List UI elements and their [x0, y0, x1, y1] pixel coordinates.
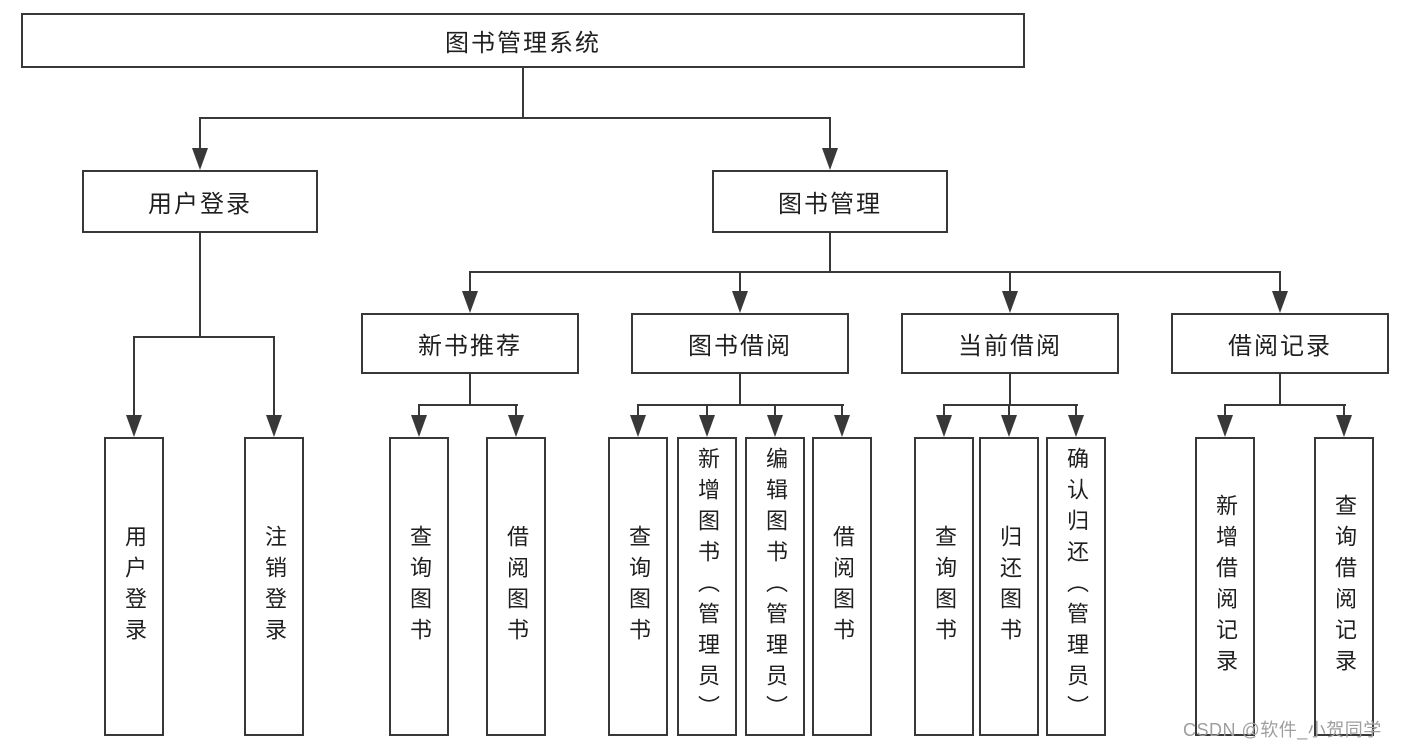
connector-vline — [774, 404, 776, 416]
node-book-borrowing-label: 图书借阅 — [688, 333, 792, 360]
arrow-down-icon — [1217, 415, 1233, 437]
connector-vline — [841, 404, 843, 416]
connector-vline — [943, 404, 945, 416]
arrow-down-icon — [266, 415, 282, 437]
connector-vline — [829, 117, 831, 149]
leaf-logout: 注销登录 — [244, 437, 304, 736]
connector-vline — [199, 233, 201, 338]
node-user-login: 用户登录 — [82, 170, 318, 233]
leaf-br-add-borrow-record: 新增借阅记录 — [1195, 437, 1255, 736]
connector-vline — [1008, 404, 1010, 416]
leaf-bb-query-books-label: 查询图书 — [626, 524, 651, 649]
arrow-down-icon — [1272, 291, 1288, 313]
leaf-nbr-borrow-books: 借阅图书 — [486, 437, 546, 736]
connector-vline — [637, 404, 639, 416]
connector-vline — [1279, 271, 1281, 292]
arrow-down-icon — [411, 415, 427, 437]
node-user-login-label: 用户登录 — [148, 191, 252, 218]
leaf-bb-edit-books-admin: 编辑图书（管理员） — [745, 437, 805, 736]
connector-vline — [515, 404, 517, 416]
leaf-nbr-query-books-label: 查询图书 — [407, 524, 432, 649]
connector-vline — [829, 233, 831, 273]
arrow-down-icon — [1002, 291, 1018, 313]
leaf-bb-add-books-admin: 新增图书（管理员） — [677, 437, 737, 736]
leaf-logout-label: 注销登录 — [262, 524, 287, 649]
connector-vline — [1279, 374, 1281, 406]
leaf-bb-borrow-books: 借阅图书 — [812, 437, 872, 736]
connector-vline — [469, 374, 471, 406]
connector-vline — [522, 68, 524, 118]
leaf-cb-return-books-label: 归还图书 — [997, 524, 1022, 649]
leaf-nbr-borrow-books-label: 借阅图书 — [504, 524, 529, 649]
arrow-down-icon — [1068, 415, 1084, 437]
node-new-book-recommend-label: 新书推荐 — [418, 333, 522, 360]
connector-hline — [133, 336, 275, 338]
csdn-watermark: CSDN @软件_小贺同学 — [1183, 720, 1382, 740]
node-borrowing-records: 借阅记录 — [1171, 313, 1389, 374]
leaf-user-login-label: 用户登录 — [122, 524, 147, 649]
arrow-down-icon — [732, 291, 748, 313]
leaf-nbr-query-books: 查询图书 — [389, 437, 449, 736]
connector-hline — [1224, 404, 1346, 406]
leaf-cb-confirm-return-admin: 确认归还（管理员） — [1046, 437, 1106, 736]
leaf-cb-query-books: 查询图书 — [914, 437, 974, 736]
node-system-root-label: 图书管理系统 — [445, 30, 601, 57]
connector-hline — [943, 404, 1078, 406]
connector-vline — [133, 336, 135, 416]
leaf-user-login: 用户登录 — [104, 437, 164, 736]
leaf-cb-query-books-label: 查询图书 — [932, 524, 957, 649]
connector-hline — [637, 404, 844, 406]
connector-vline — [1075, 404, 1077, 416]
connector-vline — [739, 374, 741, 406]
leaf-bb-borrow-books-label: 借阅图书 — [830, 524, 855, 649]
leaf-br-query-borrow-record-label: 查询借阅记录 — [1332, 493, 1357, 680]
leaf-cb-return-books: 归还图书 — [979, 437, 1039, 736]
connector-vline — [1009, 374, 1011, 406]
arrow-down-icon — [508, 415, 524, 437]
connector-vline — [739, 271, 741, 292]
connector-hline — [199, 117, 831, 119]
connector-vline — [199, 117, 201, 149]
node-new-book-recommend: 新书推荐 — [361, 313, 579, 374]
arrow-down-icon — [126, 415, 142, 437]
arrow-down-icon — [192, 148, 208, 170]
leaf-bb-query-books: 查询图书 — [608, 437, 668, 736]
node-borrowing-records-label: 借阅记录 — [1228, 333, 1332, 360]
connector-hline — [418, 404, 518, 406]
arrow-down-icon — [1336, 415, 1352, 437]
connector-vline — [1224, 404, 1226, 416]
connector-vline — [469, 271, 471, 292]
connector-vline — [706, 404, 708, 416]
connector-vline — [418, 404, 420, 416]
arrow-down-icon — [462, 291, 478, 313]
arrow-down-icon — [822, 148, 838, 170]
leaf-bb-add-books-admin-label: 新增图书（管理员） — [695, 447, 720, 726]
connector-vline — [1343, 404, 1345, 416]
arrow-down-icon — [767, 415, 783, 437]
leaf-br-query-borrow-record: 查询借阅记录 — [1314, 437, 1374, 736]
connector-vline — [1009, 271, 1011, 292]
connector-vline — [273, 336, 275, 416]
arrow-down-icon — [936, 415, 952, 437]
leaf-bb-edit-books-admin-label: 编辑图书（管理员） — [763, 447, 788, 726]
node-current-borrowing: 当前借阅 — [901, 313, 1119, 374]
connector-hline — [469, 271, 1281, 273]
node-current-borrowing-label: 当前借阅 — [958, 333, 1062, 360]
leaf-br-add-borrow-record-label: 新增借阅记录 — [1213, 493, 1238, 680]
node-book-management: 图书管理 — [712, 170, 948, 233]
arrow-down-icon — [699, 415, 715, 437]
node-book-borrowing: 图书借阅 — [631, 313, 849, 374]
node-book-management-label: 图书管理 — [778, 191, 882, 218]
arrow-down-icon — [834, 415, 850, 437]
node-system-root: 图书管理系统 — [21, 13, 1025, 68]
arrow-down-icon — [1001, 415, 1017, 437]
leaf-cb-confirm-return-admin-label: 确认归还（管理员） — [1064, 447, 1089, 726]
arrow-down-icon — [630, 415, 646, 437]
